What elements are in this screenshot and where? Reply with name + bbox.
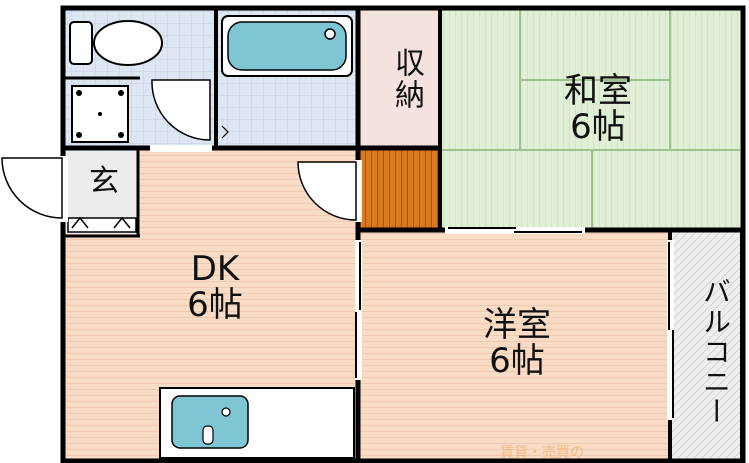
yoshitsu-label: 洋室 6帖 (462, 305, 572, 381)
washitsu-label: 和室 6帖 (548, 71, 648, 147)
washitsu-name: 和室 (564, 71, 632, 111)
sliding-doors (221, 125, 674, 418)
openings (60, 145, 674, 420)
closet-slats (358, 150, 440, 228)
watermark-text: 賃貸・売買の (500, 445, 584, 461)
dk-door-icon (297, 161, 357, 221)
dk-size: 6帖 (187, 284, 243, 325)
balcony-label: バルコニー (699, 277, 732, 427)
kitchen-sink-icon (159, 387, 355, 459)
tatami-lines (440, 10, 740, 228)
shoe-box-icon (67, 216, 137, 233)
toilet-icon (69, 20, 163, 66)
washer-space-icon (71, 85, 129, 143)
toilet-door-icon (151, 79, 211, 141)
washitsu-floor (440, 10, 740, 228)
dk-name: DK (190, 249, 240, 289)
dk-label: DK 6帖 (160, 249, 270, 325)
bathtub-icon (221, 15, 353, 77)
storage-label: 収納 (389, 47, 424, 111)
genkan-label: 玄 (89, 164, 119, 199)
balcony-floor (672, 232, 742, 460)
yoshitsu-floor (358, 232, 668, 460)
yoshitsu-name: 洋室 (483, 305, 551, 345)
door-swings (1, 79, 357, 221)
storage-floor (358, 10, 440, 148)
entrance-door-icon (1, 157, 63, 219)
yoshitsu-size: 6帖 (489, 340, 545, 381)
washitsu-size: 6帖 (570, 106, 626, 147)
